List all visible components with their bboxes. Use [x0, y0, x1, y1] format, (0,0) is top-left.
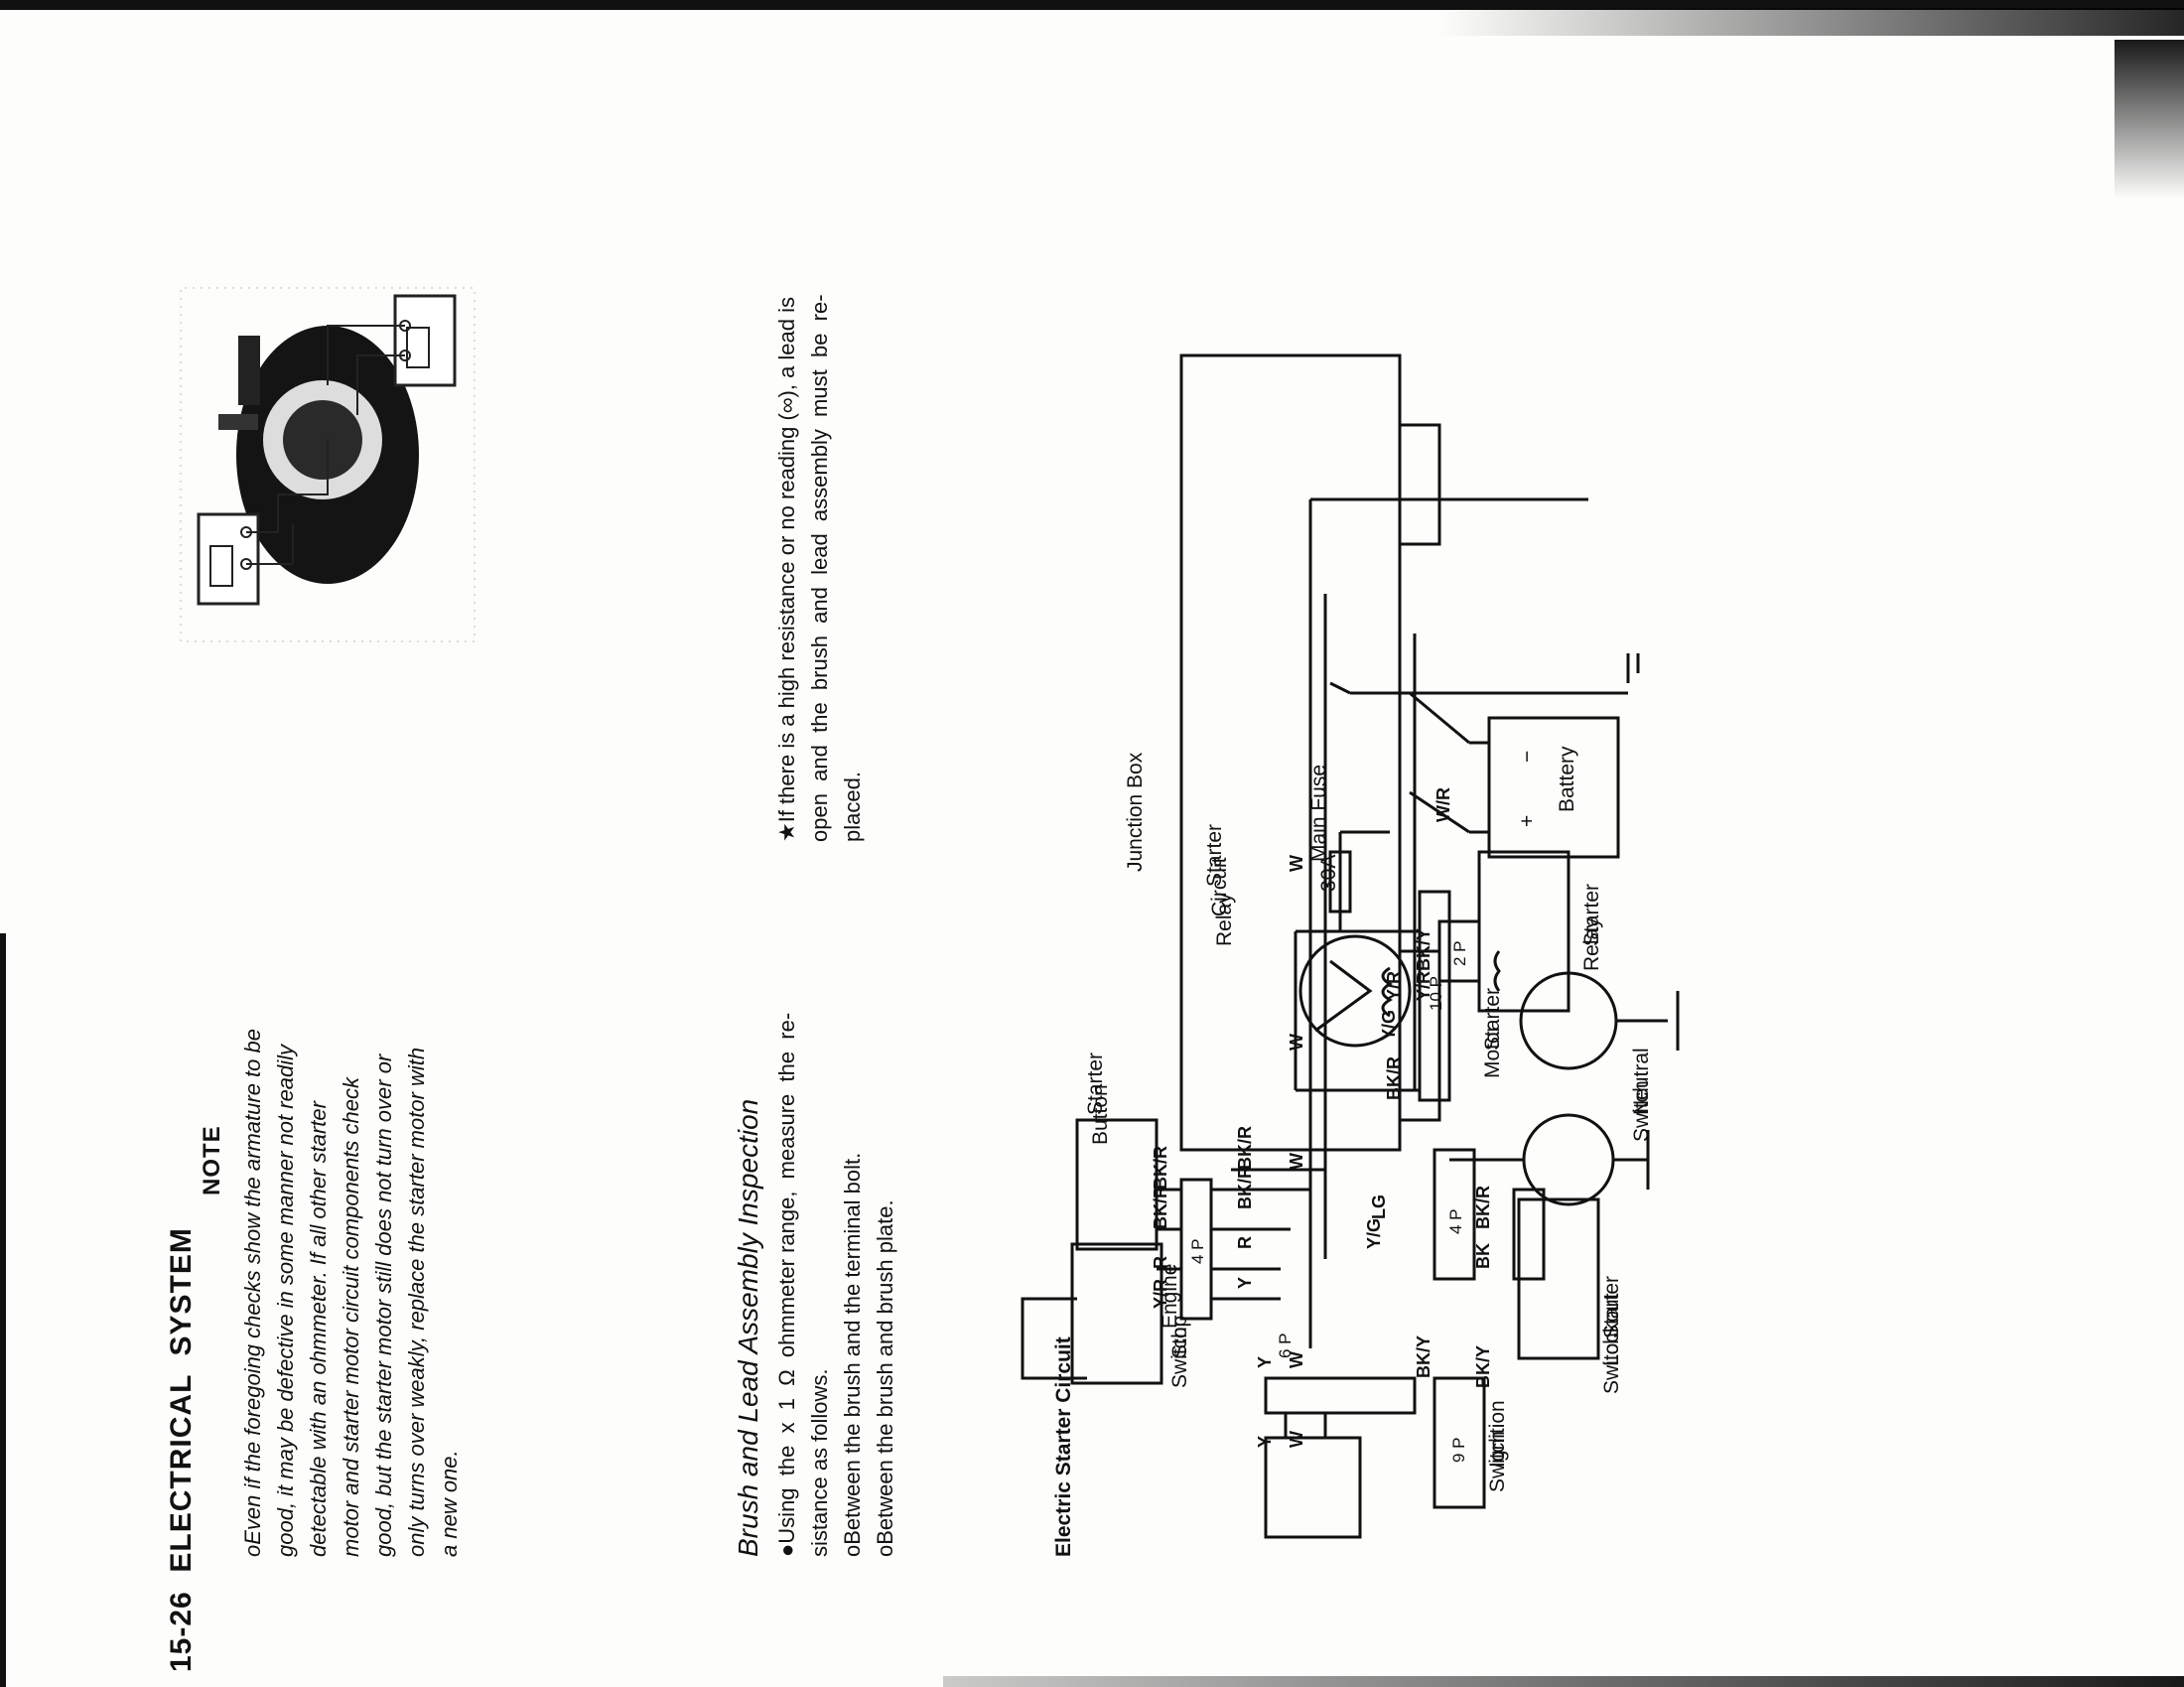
starter-circuit-relay-label-3: Relay — [1213, 893, 1236, 946]
starter-circuit-relay-symbol — [1298, 934, 1412, 1048]
wire-label-bk-r: BK/R — [1384, 1056, 1404, 1100]
starter-lockout-switch-label-3: Switch — [1600, 1333, 1623, 1394]
wire-label-bk-r-4: BK/R — [1235, 1126, 1255, 1170]
wire-label-lg: LG — [1369, 1195, 1389, 1219]
connector-9p-label: 9 P — [1449, 1437, 1468, 1463]
battery-label: Battery — [1556, 746, 1578, 812]
connector-6p-label: 6 P — [1276, 1333, 1295, 1358]
junction-box-label: Junction Box — [1124, 752, 1147, 872]
wire-label-r-2: R — [1235, 1236, 1255, 1249]
wire-label-bk-r-3: BK/R — [1151, 1186, 1170, 1229]
connector-6p — [1264, 1376, 1417, 1415]
engine-stop-switch-box — [1070, 1242, 1163, 1385]
connector-4p-right-label: 4 P — [1446, 1208, 1465, 1234]
connector-9p — [1433, 1376, 1486, 1509]
connector-4p-left-label: 4 P — [1188, 1238, 1207, 1264]
ignition-switch-box — [1264, 1436, 1362, 1539]
main-fuse-label-2: 30A — [1317, 855, 1340, 892]
starter-button-label-1: Starter — [1084, 1053, 1107, 1115]
wire-label-w-r: W/R — [1433, 787, 1453, 822]
bottom-scan-edge — [943, 1676, 2184, 1687]
armature-test-photo — [180, 287, 476, 642]
connector-4p-right — [1433, 1148, 1476, 1281]
wire-label-y-g-2: Y/G — [1364, 1218, 1384, 1249]
wire-label-w-4: W — [1287, 1351, 1306, 1368]
wire-label-w: W — [1287, 1153, 1306, 1170]
left-scan-edge — [0, 933, 6, 1687]
connector-10p-label: 10 P — [1427, 976, 1445, 1011]
wire-label-bk-y-2: BK/Y — [1414, 1336, 1433, 1378]
starter-relay-box — [1477, 850, 1570, 1013]
engine-stop-switch-label-3: Switch — [1168, 1327, 1191, 1388]
main-fuse-label-1: Main Fuse — [1307, 765, 1330, 862]
electric-starter-circuit-diagram: + − Battery Junction Box Starter Circuit… — [1021, 353, 1680, 1539]
wire-label-bk: BK — [1473, 1243, 1493, 1269]
battery-box — [1487, 716, 1620, 859]
ignition-switch-label-2: Switch — [1486, 1431, 1509, 1492]
connector-10p — [1418, 890, 1451, 1102]
neutral-switch-symbol — [1522, 1113, 1615, 1206]
wire-label-y-2: Y — [1255, 1356, 1275, 1368]
battery-minus: − — [1516, 751, 1539, 763]
wire-label-bk-y-3: BK/Y — [1414, 928, 1433, 971]
starter-circuit-relay-label-1: Starter — [1203, 824, 1226, 887]
wire-label-bk-r-6: BK/R — [1473, 1186, 1493, 1229]
wire-label-w-2: W — [1287, 1034, 1306, 1051]
starter-motor-label-1: Starter — [1481, 988, 1504, 1051]
wire-label-w-5: W — [1287, 1431, 1306, 1448]
right-scan-shadow — [2115, 40, 2184, 199]
wire-label-y-r-2: Y/R — [1151, 1279, 1170, 1309]
wire-label-bk-r-5: BK/R — [1235, 1166, 1255, 1209]
junction-box-inner-block — [1398, 423, 1441, 546]
top-scan-edge — [0, 0, 2184, 10]
wire-label-y-3: Y — [1255, 1436, 1275, 1448]
neutral-switch-label-1: Neutral — [1630, 1048, 1653, 1115]
wire-label-y-g: Y/G — [1379, 1010, 1399, 1041]
wire-label-y-r: Y/R — [1384, 971, 1404, 1001]
battery-plus: + — [1516, 815, 1539, 827]
starter-button-label-2: Button — [1089, 1084, 1112, 1145]
wire-label-r: R — [1151, 1256, 1170, 1269]
starter-motor-label-2: Motor — [1481, 1025, 1504, 1078]
starter-button-box — [1075, 1118, 1159, 1251]
junction-box-outline — [1179, 353, 1402, 1152]
wire-label-y: Y — [1235, 1277, 1255, 1289]
starter-circuit-relay-label-2: Circuit — [1208, 857, 1231, 916]
connector-4p-left — [1179, 1178, 1213, 1321]
starter-relay-label-2: Relay — [1580, 917, 1603, 971]
wire-label-w-3: W — [1287, 855, 1306, 872]
ignition-switch-label-1: Ignition — [1486, 1400, 1509, 1468]
engine-stop-switch-label-1: Engine — [1159, 1264, 1181, 1329]
neutral-switch-label-2: Switch — [1630, 1080, 1653, 1142]
starter-lockout-switch-label-1: Starter — [1600, 1276, 1623, 1338]
engine-stop-switch-label-2: Stop — [1168, 1316, 1191, 1358]
connector-2p-label: 2 P — [1450, 940, 1469, 966]
rotated-page-content: 15-26 ELECTRICAL SYSTEM NOTE oEven if th… — [0, 58, 2144, 1686]
wire-label-bk-y: BK/Y — [1473, 1345, 1493, 1388]
starter-lockout-switch-label-2: Lockout — [1600, 1293, 1623, 1366]
starter-relay-label-1: Starter — [1580, 884, 1603, 946]
top-scan-shadow — [1439, 8, 2184, 36]
wire-label-bk-r-2: BK/R — [1151, 1146, 1170, 1190]
wire-label-y-r-3: Y/R — [1414, 971, 1433, 1001]
